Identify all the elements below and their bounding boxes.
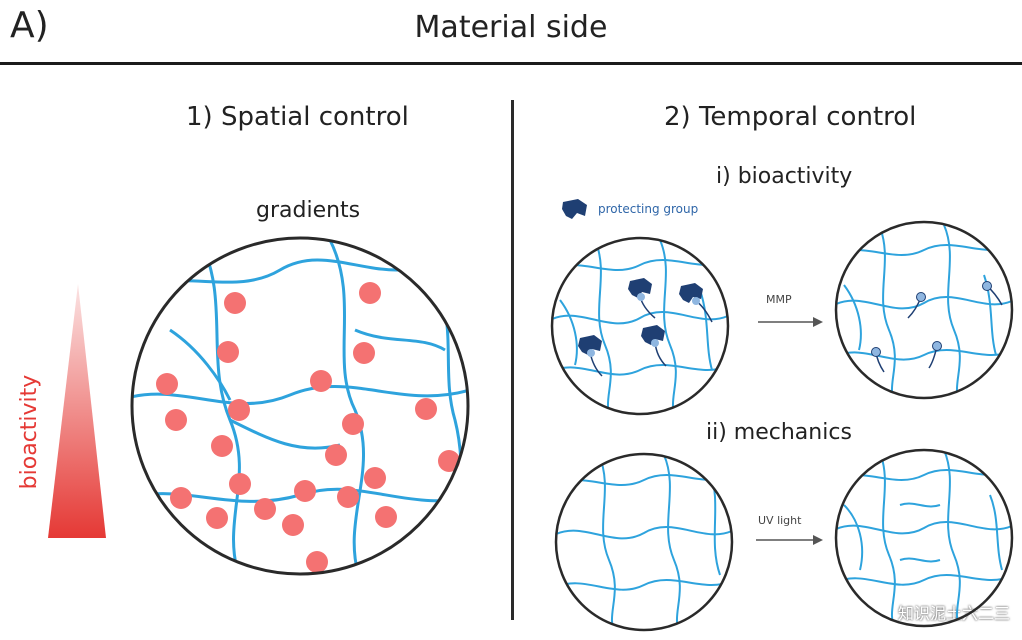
header-divider (0, 62, 1022, 65)
loose-network (556, 454, 732, 630)
uv-light-arrow (756, 535, 823, 545)
mmp-arrow-label: MMP (766, 293, 792, 306)
spatial-control-title: 1) Spatial control (186, 102, 409, 132)
bioactivity-subtitle: i) bioactivity (716, 164, 853, 189)
deprotected-network-circle (834, 220, 1014, 400)
crosslinked-network-circle (834, 448, 1014, 628)
protecting-group-icon (562, 199, 587, 219)
temporal-control-title: 2) Temporal control (664, 102, 917, 132)
protecting-group-label: protecting group (598, 202, 699, 216)
panel-label: A) (10, 5, 49, 46)
mechanics-subtitle: ii) mechanics (706, 420, 852, 445)
bioactivity-gradient-triangle (48, 284, 106, 538)
gradients-label: gradients (256, 198, 361, 223)
uv-light-arrow-label: UV light (758, 514, 802, 527)
crosslinked-network (836, 450, 1012, 626)
bioactive-dots (156, 282, 460, 573)
watermark: 知识泥土六二三 (897, 604, 1010, 623)
page-title: Material side (414, 10, 608, 45)
spatial-gradient-circle (130, 236, 470, 576)
loose-network-circle (554, 452, 734, 632)
network-with-protecting-groups (552, 239, 728, 414)
deprotected-network (836, 224, 1012, 398)
section-divider (511, 100, 514, 620)
mmp-arrow (758, 317, 823, 327)
protected-network-circle (550, 236, 730, 416)
